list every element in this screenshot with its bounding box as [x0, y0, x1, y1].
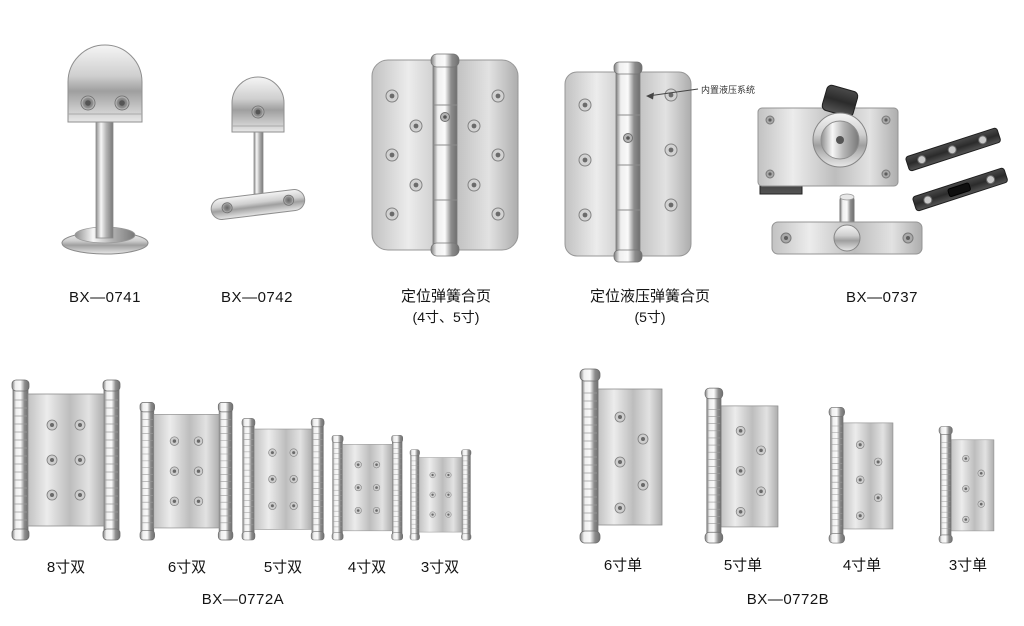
strike-plate-image	[905, 127, 1001, 172]
label-spring-hinge-sizes: (4寸、5寸)	[412, 309, 480, 325]
label-4cun-single: 4寸单	[842, 557, 882, 574]
hinge-3cun-double-image	[409, 449, 472, 541]
label-hydraulic-hinge-size: (5寸)	[634, 309, 666, 325]
strike-plate-slotted-image	[912, 167, 1008, 212]
hydraulic-callout-text: 内置液压系统	[701, 85, 756, 95]
label-bx0737: BX—0737	[846, 289, 918, 306]
label-hydraulic-hinge: 定位液压弹簧合页	[589, 288, 711, 305]
label-5cun-double: 5寸双	[263, 559, 303, 576]
label-8cun-double: 8寸双	[46, 559, 86, 576]
label-bx0742: BX—0742	[221, 289, 293, 306]
label-4cun-double: 4寸双	[347, 559, 387, 576]
hinge-8cun-double-image	[11, 379, 121, 541]
label-spring-hinge: 定位弹簧合页	[400, 288, 492, 305]
hinge-4cun-single-image	[828, 406, 894, 544]
glass-clamp-floor-image	[61, 44, 149, 255]
label-6cun-single: 6寸单	[603, 557, 643, 574]
label-bx0741: BX—0741	[69, 289, 141, 306]
hydraulic-hinge-image	[564, 61, 699, 263]
label-3cun-single: 3寸单	[948, 557, 988, 574]
label-bx0772b: BX—0772B	[746, 591, 830, 608]
hinge-5cun-single-image	[704, 387, 779, 544]
hinge-4cun-double-image	[331, 434, 404, 541]
spring-hinge-image	[371, 53, 519, 257]
top-products-illustration	[61, 44, 1008, 263]
double-hinges-illustration	[11, 379, 472, 541]
hinge-3cun-single-image	[938, 426, 995, 544]
label-3cun-double: 3寸双	[420, 559, 460, 576]
label-bx0772a: BX—0772A	[201, 591, 285, 608]
floor-spring-set-image	[757, 84, 1008, 255]
label-6cun-double: 6寸双	[167, 559, 207, 576]
callout-arrow	[646, 88, 699, 100]
hinge-6cun-double-image	[139, 401, 234, 541]
hinge-6cun-single-image	[579, 368, 663, 544]
single-hinges-illustration	[579, 368, 995, 544]
hinge-5cun-double-image	[241, 418, 325, 541]
glass-clamp-plate-image	[210, 76, 306, 220]
label-5cun-single: 5寸单	[723, 557, 763, 574]
